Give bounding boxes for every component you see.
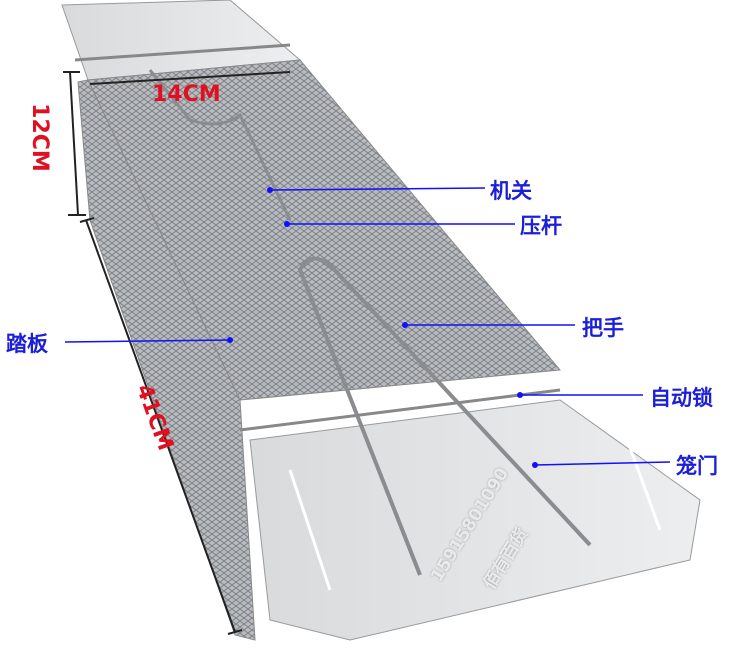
label-auto-lock: 自动锁 — [650, 386, 713, 410]
dimension-lines — [63, 71, 291, 635]
press-rod-wire — [148, 69, 292, 221]
label-pedal: 踏板 — [6, 332, 48, 356]
label-handle: 把手 — [582, 316, 624, 340]
handle-wire — [297, 256, 592, 576]
label-press-rod: 压杆 — [520, 214, 562, 238]
cage-door-plate — [249, 399, 701, 641]
label-trigger: 机关 — [490, 179, 532, 203]
width-dimension: 14CM — [152, 82, 221, 107]
leader-lines — [64, 187, 671, 466]
height-dimension: 12CM — [26, 103, 52, 172]
label-cage-door: 笼门 — [676, 454, 718, 478]
